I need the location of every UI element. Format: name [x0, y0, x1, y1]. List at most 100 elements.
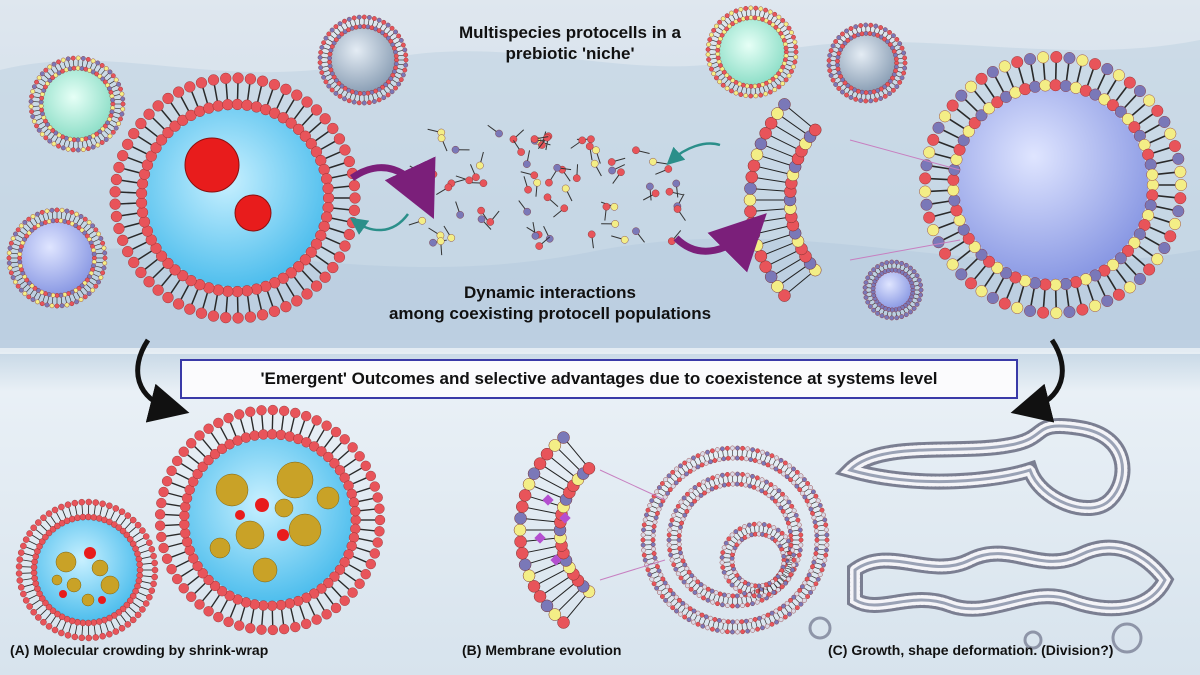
lipid-tail	[911, 276, 916, 279]
lipid-tail	[86, 61, 89, 68]
lipid-head	[172, 455, 183, 467]
lipid-tail	[42, 214, 46, 221]
lipid-tail	[109, 80, 115, 85]
lipid-tail	[170, 102, 181, 117]
lipid-head	[213, 611, 224, 623]
lipid-head	[975, 248, 988, 261]
lipid-tail	[700, 588, 704, 594]
lipid-head	[695, 621, 701, 627]
lipid-tail	[795, 477, 800, 482]
lipid-tail	[111, 119, 117, 123]
lipid-tail	[728, 572, 734, 577]
lipid-tail	[68, 60, 71, 67]
lipid-head	[10, 275, 16, 280]
lipid-head	[30, 524, 37, 532]
lipid-tail	[239, 606, 246, 622]
free-lipid	[570, 136, 587, 149]
lipid-tail	[785, 563, 792, 566]
lipid-head	[31, 84, 37, 90]
lipid-head	[897, 79, 903, 85]
lipid-tail	[882, 310, 885, 314]
lipid-head	[658, 572, 664, 578]
lipid-head	[779, 584, 785, 590]
lipid-head	[80, 56, 86, 61]
lipid-head	[346, 488, 357, 500]
lipid-head	[721, 482, 727, 488]
lipid-tail	[682, 503, 688, 507]
lipid-tail	[770, 83, 774, 88]
lipid-tail	[546, 580, 579, 607]
lipid-head	[754, 475, 760, 481]
lipid-tail	[120, 191, 137, 194]
free-lipid	[643, 189, 660, 201]
lipid-tail	[815, 562, 822, 565]
lipid-head	[745, 446, 751, 452]
lipid-head	[902, 60, 908, 66]
lipid-head	[31, 118, 37, 124]
lipid-tail	[722, 597, 725, 603]
lipid-tail	[81, 625, 84, 635]
lipid-head	[662, 494, 668, 500]
lipid-tail	[711, 39, 718, 43]
lipid-head	[651, 581, 657, 587]
lipid-head	[759, 127, 772, 140]
lipid-head	[891, 87, 896, 93]
lipid-head	[267, 624, 278, 636]
lipid-tail	[938, 141, 955, 149]
lipid-tail	[59, 63, 62, 70]
lipid-tail	[818, 524, 824, 527]
lipid-head	[146, 593, 153, 601]
lipid-head	[371, 99, 377, 104]
lipid-head	[64, 501, 72, 508]
lipid-head	[755, 448, 760, 454]
lipid-head	[705, 52, 711, 57]
lipid-tail	[64, 296, 67, 303]
lipid-tail	[645, 548, 652, 551]
lipid-tail	[733, 536, 738, 541]
lipid-head	[339, 595, 350, 606]
lipid-head	[975, 109, 988, 122]
lipid-tail	[776, 612, 781, 618]
lipid-head	[95, 618, 103, 625]
lipid-head	[894, 259, 900, 265]
lipid-tail	[80, 220, 85, 227]
lipid-tail	[330, 81, 335, 86]
lipid-head	[899, 314, 905, 320]
lipid-tail	[736, 582, 741, 587]
lipid-head	[668, 552, 674, 558]
cargo-molecule	[98, 596, 106, 604]
lipid-tail	[790, 520, 796, 523]
lipid-tail	[121, 212, 138, 217]
lipid-tail	[791, 525, 798, 528]
lipid-head	[957, 134, 970, 147]
lipid-head	[678, 499, 684, 505]
free-lipid	[572, 164, 581, 183]
lipid-head	[725, 603, 730, 608]
lipid-head	[244, 73, 257, 85]
lipid-tail	[40, 608, 48, 616]
lipid-head	[775, 587, 781, 593]
lipid-head	[560, 204, 569, 213]
lipid-head	[158, 542, 169, 554]
lipid-head	[620, 235, 629, 244]
lipid-tail	[331, 173, 348, 179]
lipid-head	[216, 586, 228, 597]
lipid-head	[582, 462, 596, 475]
lipid-head	[797, 487, 803, 493]
lipid-head	[135, 555, 143, 563]
lipid-tail	[528, 483, 567, 500]
lipid-head	[162, 92, 174, 105]
lipid-tail	[903, 309, 906, 313]
lipid-head	[113, 222, 125, 235]
lipid-head	[234, 620, 245, 631]
lipid-head	[209, 580, 221, 592]
lipid-head	[85, 513, 92, 521]
lipid-head	[806, 572, 812, 578]
lipid-tail	[741, 87, 744, 93]
lipid-tail	[22, 559, 32, 562]
lipid-head	[786, 25, 792, 31]
lipid-tail	[99, 506, 103, 516]
lipid-tail	[325, 74, 331, 77]
lipid-tail	[994, 277, 1005, 294]
lipid-head	[284, 598, 295, 609]
